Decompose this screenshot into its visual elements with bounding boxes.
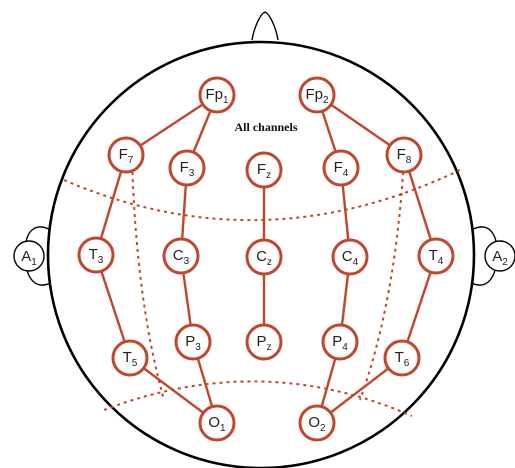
electrode-circle-fz xyxy=(245,151,283,189)
electrode-pz: Pz xyxy=(245,323,283,361)
electrode-o1: O1 xyxy=(198,404,236,442)
electrode-f4: F4 xyxy=(322,149,360,187)
electrode-f3: F3 xyxy=(168,149,206,187)
ear-electrode-a2: A2 xyxy=(484,240,515,272)
electrode-label-f3: F3 xyxy=(180,159,195,179)
ear-electrode-a2-circle xyxy=(484,240,515,272)
electrode-circle-o2 xyxy=(298,404,336,442)
electrode-label-c3: C3 xyxy=(173,247,190,267)
electrode-label-p3: P3 xyxy=(185,333,201,353)
electrode-label-t3: T3 xyxy=(89,246,104,266)
electrode-label-f4: F4 xyxy=(334,159,349,179)
electrode-circle-f4 xyxy=(322,149,360,187)
electrode-t4: T4 xyxy=(417,237,455,275)
electrode-circle-f3 xyxy=(168,149,206,187)
ear-label-a1: A1 xyxy=(21,248,37,268)
frontal-arc xyxy=(63,169,461,222)
electrode-circle-fp2 xyxy=(298,76,336,114)
electrode-circle-c3 xyxy=(162,237,200,275)
electrode-label-t6: T6 xyxy=(395,349,410,369)
ear-electrode-a1: A1 xyxy=(13,240,45,272)
electrode-t5: T5 xyxy=(111,339,149,377)
electrode-label-fz: Fz xyxy=(257,161,271,181)
electrode-circle-fp1 xyxy=(198,76,236,114)
electrode-label-cz: Cz xyxy=(256,248,272,268)
dotted-guides xyxy=(63,157,461,417)
electrode-circle-f8 xyxy=(385,136,423,174)
nose xyxy=(251,11,279,41)
electrode-c4: C4 xyxy=(331,238,369,276)
electrode-label-fp1: Fp1 xyxy=(205,86,229,106)
occipital-arc xyxy=(103,380,413,417)
electrode-o2: O2 xyxy=(298,404,336,442)
electrode-cz: Cz xyxy=(245,238,283,276)
electrode-circle-t3 xyxy=(77,236,115,274)
electrode-label-c4: C4 xyxy=(342,248,359,268)
electrode-label-t5: T5 xyxy=(123,349,138,369)
electrode-p3: P3 xyxy=(174,323,212,361)
electrode-circle-t4 xyxy=(417,237,455,275)
electrode-circle-f7 xyxy=(107,136,145,174)
electrode-fz: Fz xyxy=(245,151,283,189)
electrode-label-o2: O2 xyxy=(308,414,326,434)
electrode-label-o1: O1 xyxy=(208,414,226,434)
electrode-label-fp2: Fp2 xyxy=(305,86,329,106)
electrode-label-pz: Pz xyxy=(256,333,271,353)
electrode-label-f8: F8 xyxy=(397,146,412,166)
electrode-fp1: Fp1 xyxy=(198,76,236,114)
electrode-label-p4: P4 xyxy=(332,333,348,353)
electrode-circle-c4 xyxy=(331,238,369,276)
electrode-circle-cz xyxy=(245,238,283,276)
electrode-label-f7: F7 xyxy=(119,146,134,166)
electrode-t6: T6 xyxy=(383,339,421,377)
electrode-c3: C3 xyxy=(162,237,200,275)
electrode-label-t4: T4 xyxy=(429,247,444,267)
electrode-circle-p4 xyxy=(321,323,359,361)
left-temporal-arc xyxy=(131,157,165,401)
ear-electrode-a1-circle xyxy=(13,240,45,272)
diagram-title: All channels xyxy=(234,120,297,134)
electrode-circle-t5 xyxy=(111,339,149,377)
right-temporal-arc xyxy=(359,157,405,401)
electrode-p4: P4 xyxy=(321,323,359,361)
electrode-circle-p3 xyxy=(174,323,212,361)
ear-label-a2: A2 xyxy=(492,248,508,268)
electrode-t3: T3 xyxy=(77,236,115,274)
electrode-circle-t6 xyxy=(383,339,421,377)
electrode-circle-pz xyxy=(245,323,283,361)
electrode-f8: F8 xyxy=(385,136,423,174)
electrode-circle-o1 xyxy=(198,404,236,442)
electrode-fp2: Fp2 xyxy=(298,76,336,114)
electrode-f7: F7 xyxy=(107,136,145,174)
